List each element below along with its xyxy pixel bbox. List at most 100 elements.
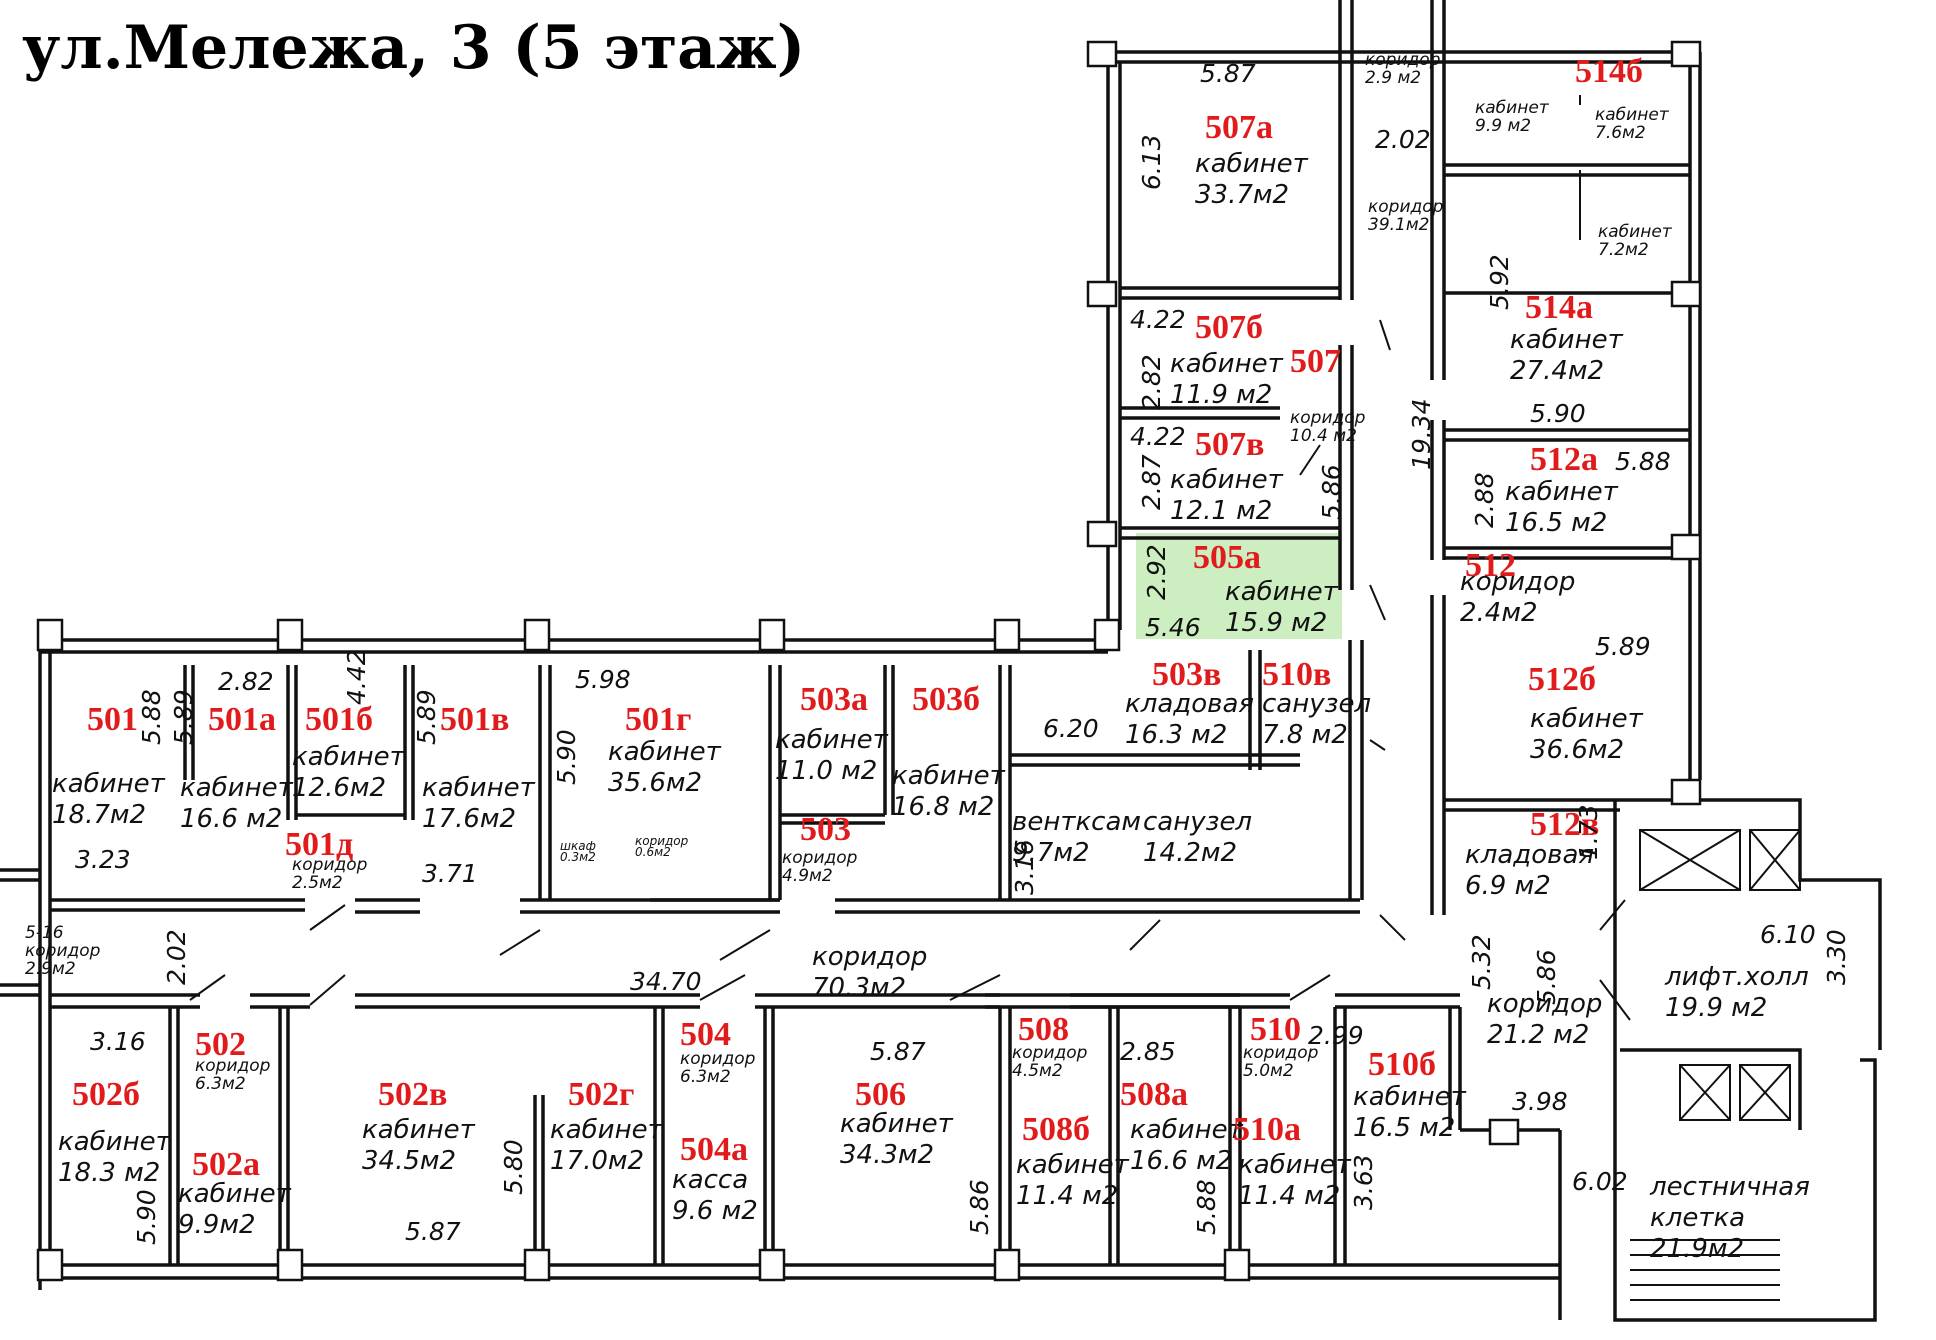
dimension-value: 2.82: [1137, 354, 1166, 410]
dimension-value: 2.88: [1470, 472, 1499, 528]
room-label: 9.6 м2: [672, 1196, 758, 1226]
dimension-value: 6.10: [1760, 920, 1816, 949]
room-label: 11.9 м2: [1170, 380, 1272, 410]
room-number: 501б: [305, 701, 373, 738]
dimension-value: 6.02: [1572, 1167, 1628, 1196]
room-number: 502б: [72, 1076, 140, 1113]
area-label: 14.2м2: [1143, 838, 1237, 868]
room-label: 2.5м2: [292, 873, 343, 893]
room-number: 503в: [1152, 656, 1221, 693]
dimension-value: 5.46: [1145, 613, 1201, 642]
dimension-value: 1.73: [1574, 804, 1603, 860]
area-label: лифт.холл: [1664, 962, 1809, 992]
area-label: кабинет: [1598, 222, 1673, 242]
area-label: 7.6м2: [1595, 123, 1646, 143]
dimension-value: 6.13: [1137, 134, 1166, 190]
room-label: кабинет: [52, 769, 166, 799]
dimension-value: 5.98: [575, 665, 631, 694]
room-number: 505а: [1193, 539, 1261, 576]
area-label: 21.9м2: [1650, 1234, 1744, 1264]
room-label: 15.9 м2: [1225, 608, 1327, 638]
dimension-value: 4.22: [1130, 305, 1186, 334]
room-label: 6.3м2: [680, 1067, 731, 1087]
dimension-value: 2.02: [162, 929, 191, 985]
dimension-value: 5.88: [1192, 1179, 1221, 1235]
columns: [36, 40, 1702, 1282]
room-number: 501а: [208, 701, 276, 738]
dimension-value: 5.87: [1200, 59, 1256, 88]
room-label: 10.4 м2: [1290, 426, 1357, 446]
tiny-label: коридор: [635, 834, 689, 848]
dimension-value: 5.32: [1467, 934, 1496, 990]
room-number: 504: [680, 1016, 731, 1053]
area-label: 9.7м2: [1012, 838, 1090, 868]
area-label: 70.3м2: [812, 973, 906, 1003]
tiny-label: 0.3м2: [560, 850, 596, 864]
room-label: 12.6м2: [292, 773, 386, 803]
room-label: кабинет: [292, 742, 406, 772]
area-label: кабинет: [1595, 105, 1670, 125]
room-label: 27.4м2: [1510, 356, 1604, 386]
dimension-value: 3.23: [75, 845, 131, 874]
room-label: 16.5 м2: [1353, 1113, 1455, 1143]
room-label: коридор: [1290, 408, 1366, 428]
dimension-value: 2.99: [1308, 1021, 1364, 1050]
room-number: 504а: [680, 1131, 748, 1168]
area-label: 21.2 м2: [1487, 1020, 1589, 1050]
room-label: коридор: [1460, 567, 1575, 597]
room-label: коридор: [680, 1049, 756, 1069]
room-label: кабинет: [892, 761, 1006, 791]
room-label: кабинет: [1510, 325, 1624, 355]
dimension-value: 2.87: [1137, 454, 1166, 510]
area-label: санузел: [1143, 807, 1252, 837]
room-label: 6.9 м2: [1465, 871, 1551, 901]
area-label: 2.9м2: [25, 959, 76, 979]
room-label: коридор: [292, 855, 368, 875]
dimension-value: 2.92: [1142, 544, 1171, 600]
dimension-value: 5.87: [405, 1217, 461, 1246]
room-label: кабинет: [1170, 349, 1284, 379]
dimension-value: 5.90: [1530, 399, 1586, 428]
room-number: 512: [1465, 547, 1516, 584]
room-label: 16.5 м2: [1505, 508, 1607, 538]
room-label: кабинет: [58, 1127, 172, 1157]
room-label: 2.4м2: [1460, 598, 1538, 628]
dimension-value: 34.70: [630, 967, 702, 996]
dimension-value: 4.42: [342, 649, 371, 705]
room-label: 33.7м2: [1195, 180, 1289, 210]
room-number: 507б: [1195, 309, 1263, 346]
room-label: кабинет: [1225, 577, 1339, 607]
room-label: 11.4 м2: [1016, 1181, 1118, 1211]
room-number: 501: [87, 701, 138, 738]
room-label: 6.3м2: [195, 1074, 246, 1094]
room-label: коридор: [1243, 1043, 1319, 1063]
dimension-value: 3.63: [1349, 1154, 1378, 1210]
dimension-value: 5.89: [169, 689, 198, 745]
dimension-value: 5.88: [137, 689, 166, 745]
dimension-value: 2.02: [1375, 125, 1431, 154]
room-label: кабинет: [840, 1109, 954, 1139]
room-label: 16.8 м2: [892, 792, 994, 822]
room-label: кабинет: [362, 1115, 476, 1145]
room-number: 502а: [192, 1146, 260, 1183]
room-label: 4.5м2: [1012, 1061, 1063, 1081]
room-label: 5.0м2: [1243, 1061, 1294, 1081]
dimension-value: 2.85: [1120, 1037, 1176, 1066]
room-label: 17.6м2: [422, 804, 516, 834]
room-label: кабинет: [550, 1115, 664, 1145]
room-number: 507: [1290, 343, 1341, 380]
dimension-value: 5.90: [552, 729, 581, 785]
dimension-value: 5.89: [1595, 632, 1651, 661]
area-label: 9.9 м2: [1475, 116, 1531, 136]
room-label: кабинет: [180, 773, 294, 803]
dimension-value: 3.30: [1822, 929, 1851, 985]
area-label: коридор: [812, 942, 927, 972]
area-label: клетка: [1650, 1203, 1745, 1233]
room-number: 501д: [285, 826, 353, 863]
area-label: коридор: [1368, 197, 1444, 217]
room-label: 4.9м2: [782, 866, 833, 886]
dimension-value: 5.80: [499, 1139, 528, 1195]
tiny-label: шкаф: [560, 839, 596, 853]
